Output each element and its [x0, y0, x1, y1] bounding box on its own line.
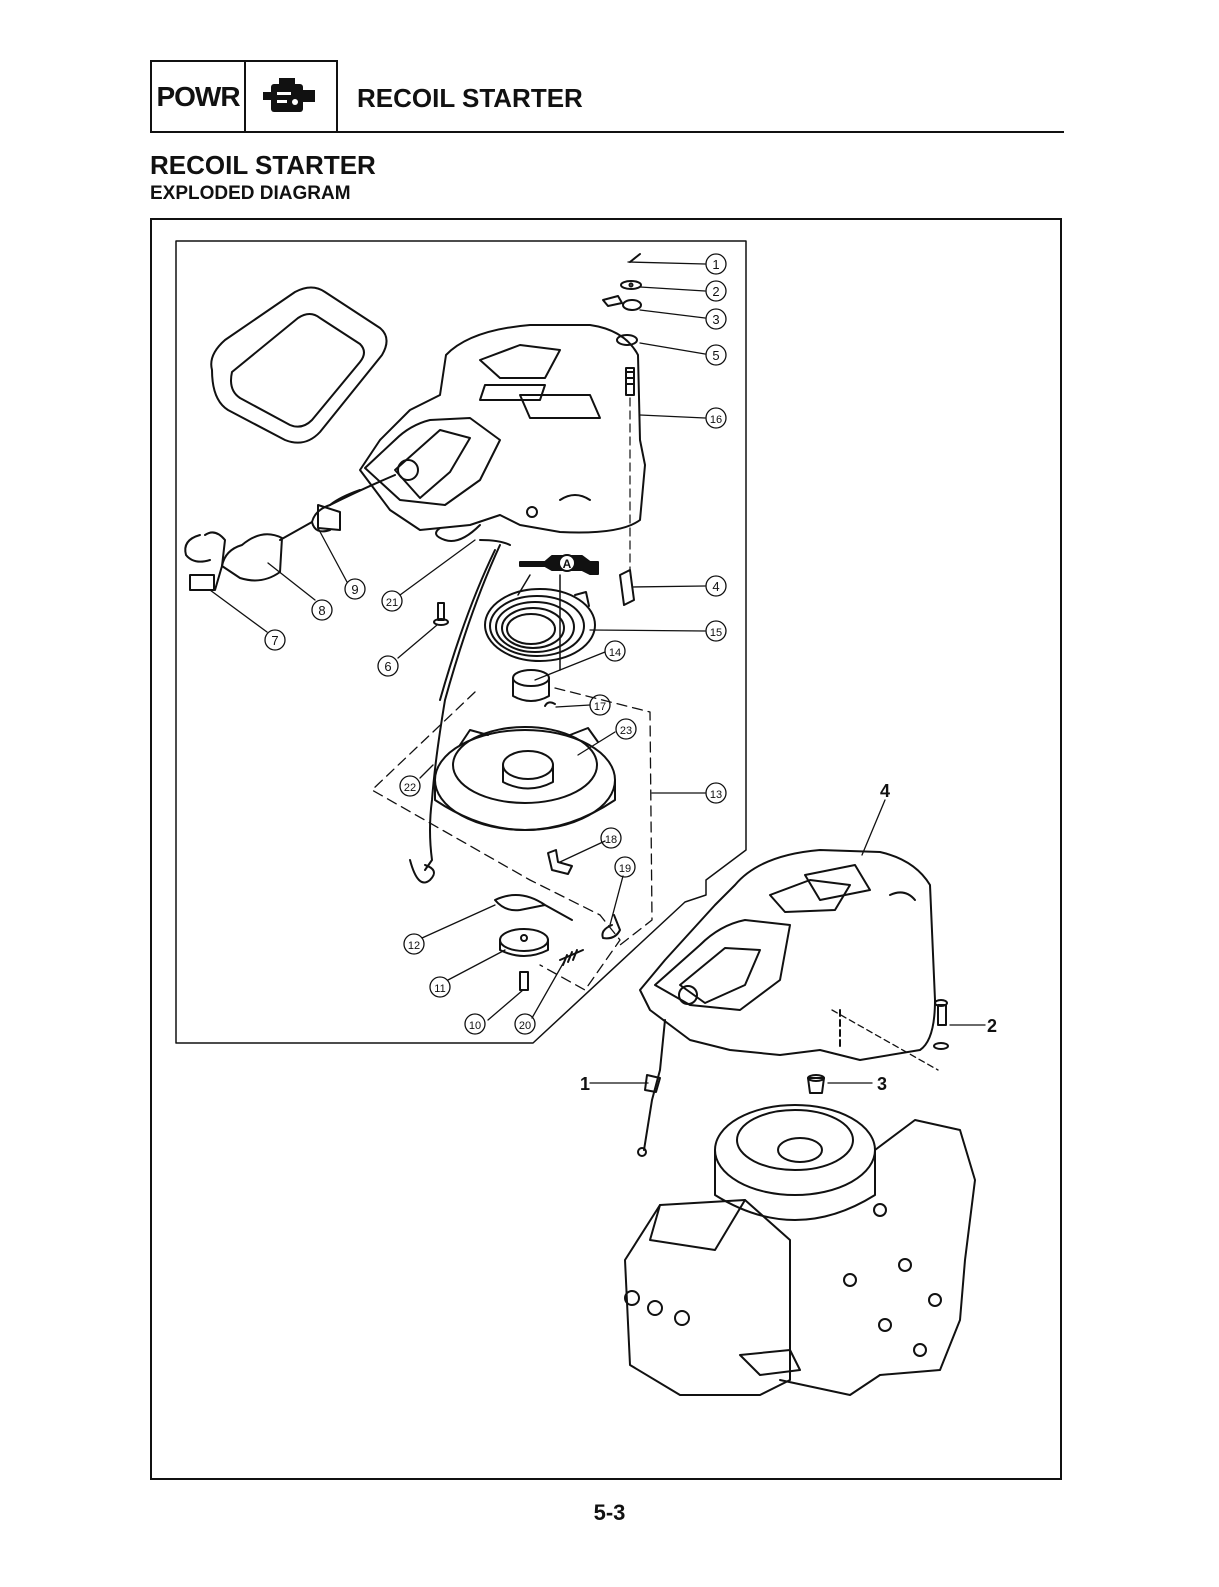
callout-1: 1 — [706, 254, 726, 274]
callout-2: 2 — [706, 281, 726, 301]
cap-parts — [603, 254, 641, 605]
callout-21: 21 — [382, 591, 402, 611]
rope-handle-part — [185, 475, 395, 590]
svg-text:8: 8 — [318, 603, 325, 618]
svg-text:3: 3 — [712, 312, 719, 327]
bushing-part — [513, 670, 549, 701]
svg-text:20: 20 — [519, 1020, 531, 1032]
callout-5: 5 — [706, 345, 726, 365]
installed-callout-1: 1 — [580, 1074, 590, 1094]
svg-text:12: 12 — [408, 940, 420, 952]
callout-13: 13 — [706, 783, 726, 803]
callouts-exploded: 1 2 3 5 16 4 15 14 17 23 13 18 19 12 11 … — [265, 254, 726, 1034]
callout-19: 19 — [615, 857, 635, 877]
svg-text:4: 4 — [712, 579, 719, 594]
svg-text:23: 23 — [620, 725, 632, 737]
installed-small-parts — [638, 1000, 948, 1156]
svg-text:18: 18 — [605, 834, 617, 846]
svg-text:14: 14 — [609, 647, 621, 659]
callout-11: 11 — [430, 977, 450, 997]
callout-18: 18 — [601, 828, 621, 848]
svg-text:13: 13 — [710, 789, 722, 801]
engine-block-part — [625, 1105, 975, 1395]
spiral-spring-part — [485, 589, 595, 661]
installed-callout-3: 3 — [877, 1074, 887, 1094]
callout-15: 15 — [706, 621, 726, 641]
svg-text:10: 10 — [469, 1020, 481, 1032]
svg-text:5: 5 — [712, 348, 719, 363]
svg-text:1: 1 — [712, 257, 719, 272]
callout-4: 4 — [706, 576, 726, 596]
svg-text:7: 7 — [271, 633, 278, 648]
installed-cover-part — [640, 850, 935, 1060]
small-mechanism-parts — [410, 603, 620, 990]
callout-12: 12 — [404, 934, 424, 954]
installed-callout-4: 4 — [880, 781, 890, 801]
callout-17: 17 — [590, 695, 610, 715]
callout-16: 16 — [706, 408, 726, 428]
starter-cover-part — [360, 325, 645, 533]
callout-6: 6 — [378, 656, 398, 676]
gasket-part — [211, 288, 386, 443]
callout-9: 9 — [345, 579, 365, 599]
callout-14: 14 — [605, 641, 625, 661]
pulley-part — [435, 727, 615, 830]
svg-text:9: 9 — [351, 582, 358, 597]
svg-text:16: 16 — [710, 414, 722, 426]
svg-text:15: 15 — [710, 627, 722, 639]
svg-text:22: 22 — [404, 782, 416, 794]
svg-text:21: 21 — [386, 597, 398, 609]
svg-text:17: 17 — [594, 701, 606, 713]
callout-22: 22 — [400, 776, 420, 796]
callout-10: 10 — [465, 1014, 485, 1034]
exploded-panel-outline — [176, 241, 746, 1043]
svg-text:6: 6 — [384, 659, 391, 674]
svg-text:2: 2 — [712, 284, 719, 299]
callout-7: 7 — [265, 630, 285, 650]
callout-20: 20 — [515, 1014, 535, 1034]
page-number: 5-3 — [0, 1500, 1219, 1526]
callout-23: 23 — [616, 719, 636, 739]
lubricant-mark-label: A — [563, 557, 572, 571]
installed-callout-2: 2 — [987, 1016, 997, 1036]
callout-3: 3 — [706, 309, 726, 329]
callout-8: 8 — [312, 600, 332, 620]
svg-text:11: 11 — [434, 983, 445, 995]
svg-text:19: 19 — [619, 863, 631, 875]
